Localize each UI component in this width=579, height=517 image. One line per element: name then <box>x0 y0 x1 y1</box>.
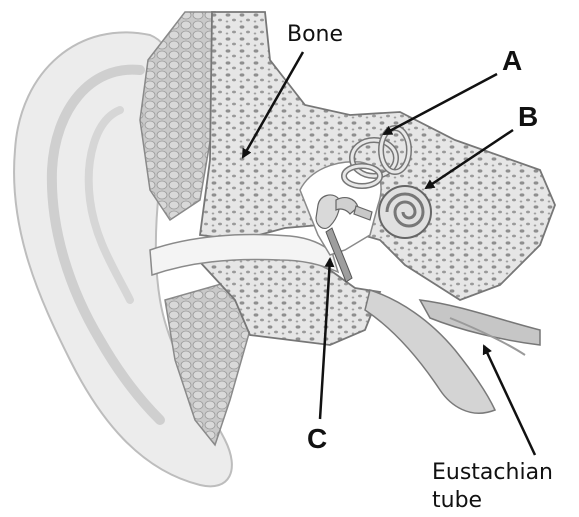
eustachian-tube-structure <box>365 290 540 413</box>
label-a: A <box>502 47 522 75</box>
eustachian-label-line2: tube <box>432 490 482 512</box>
label-c: C <box>307 425 327 453</box>
bone-label: Bone <box>287 24 343 46</box>
a-arrow <box>384 74 497 134</box>
eustachian-arrow <box>484 346 535 455</box>
eustachian-label-line1: Eustachian <box>432 462 553 484</box>
cochlea <box>379 186 431 238</box>
label-b: B <box>518 103 538 131</box>
